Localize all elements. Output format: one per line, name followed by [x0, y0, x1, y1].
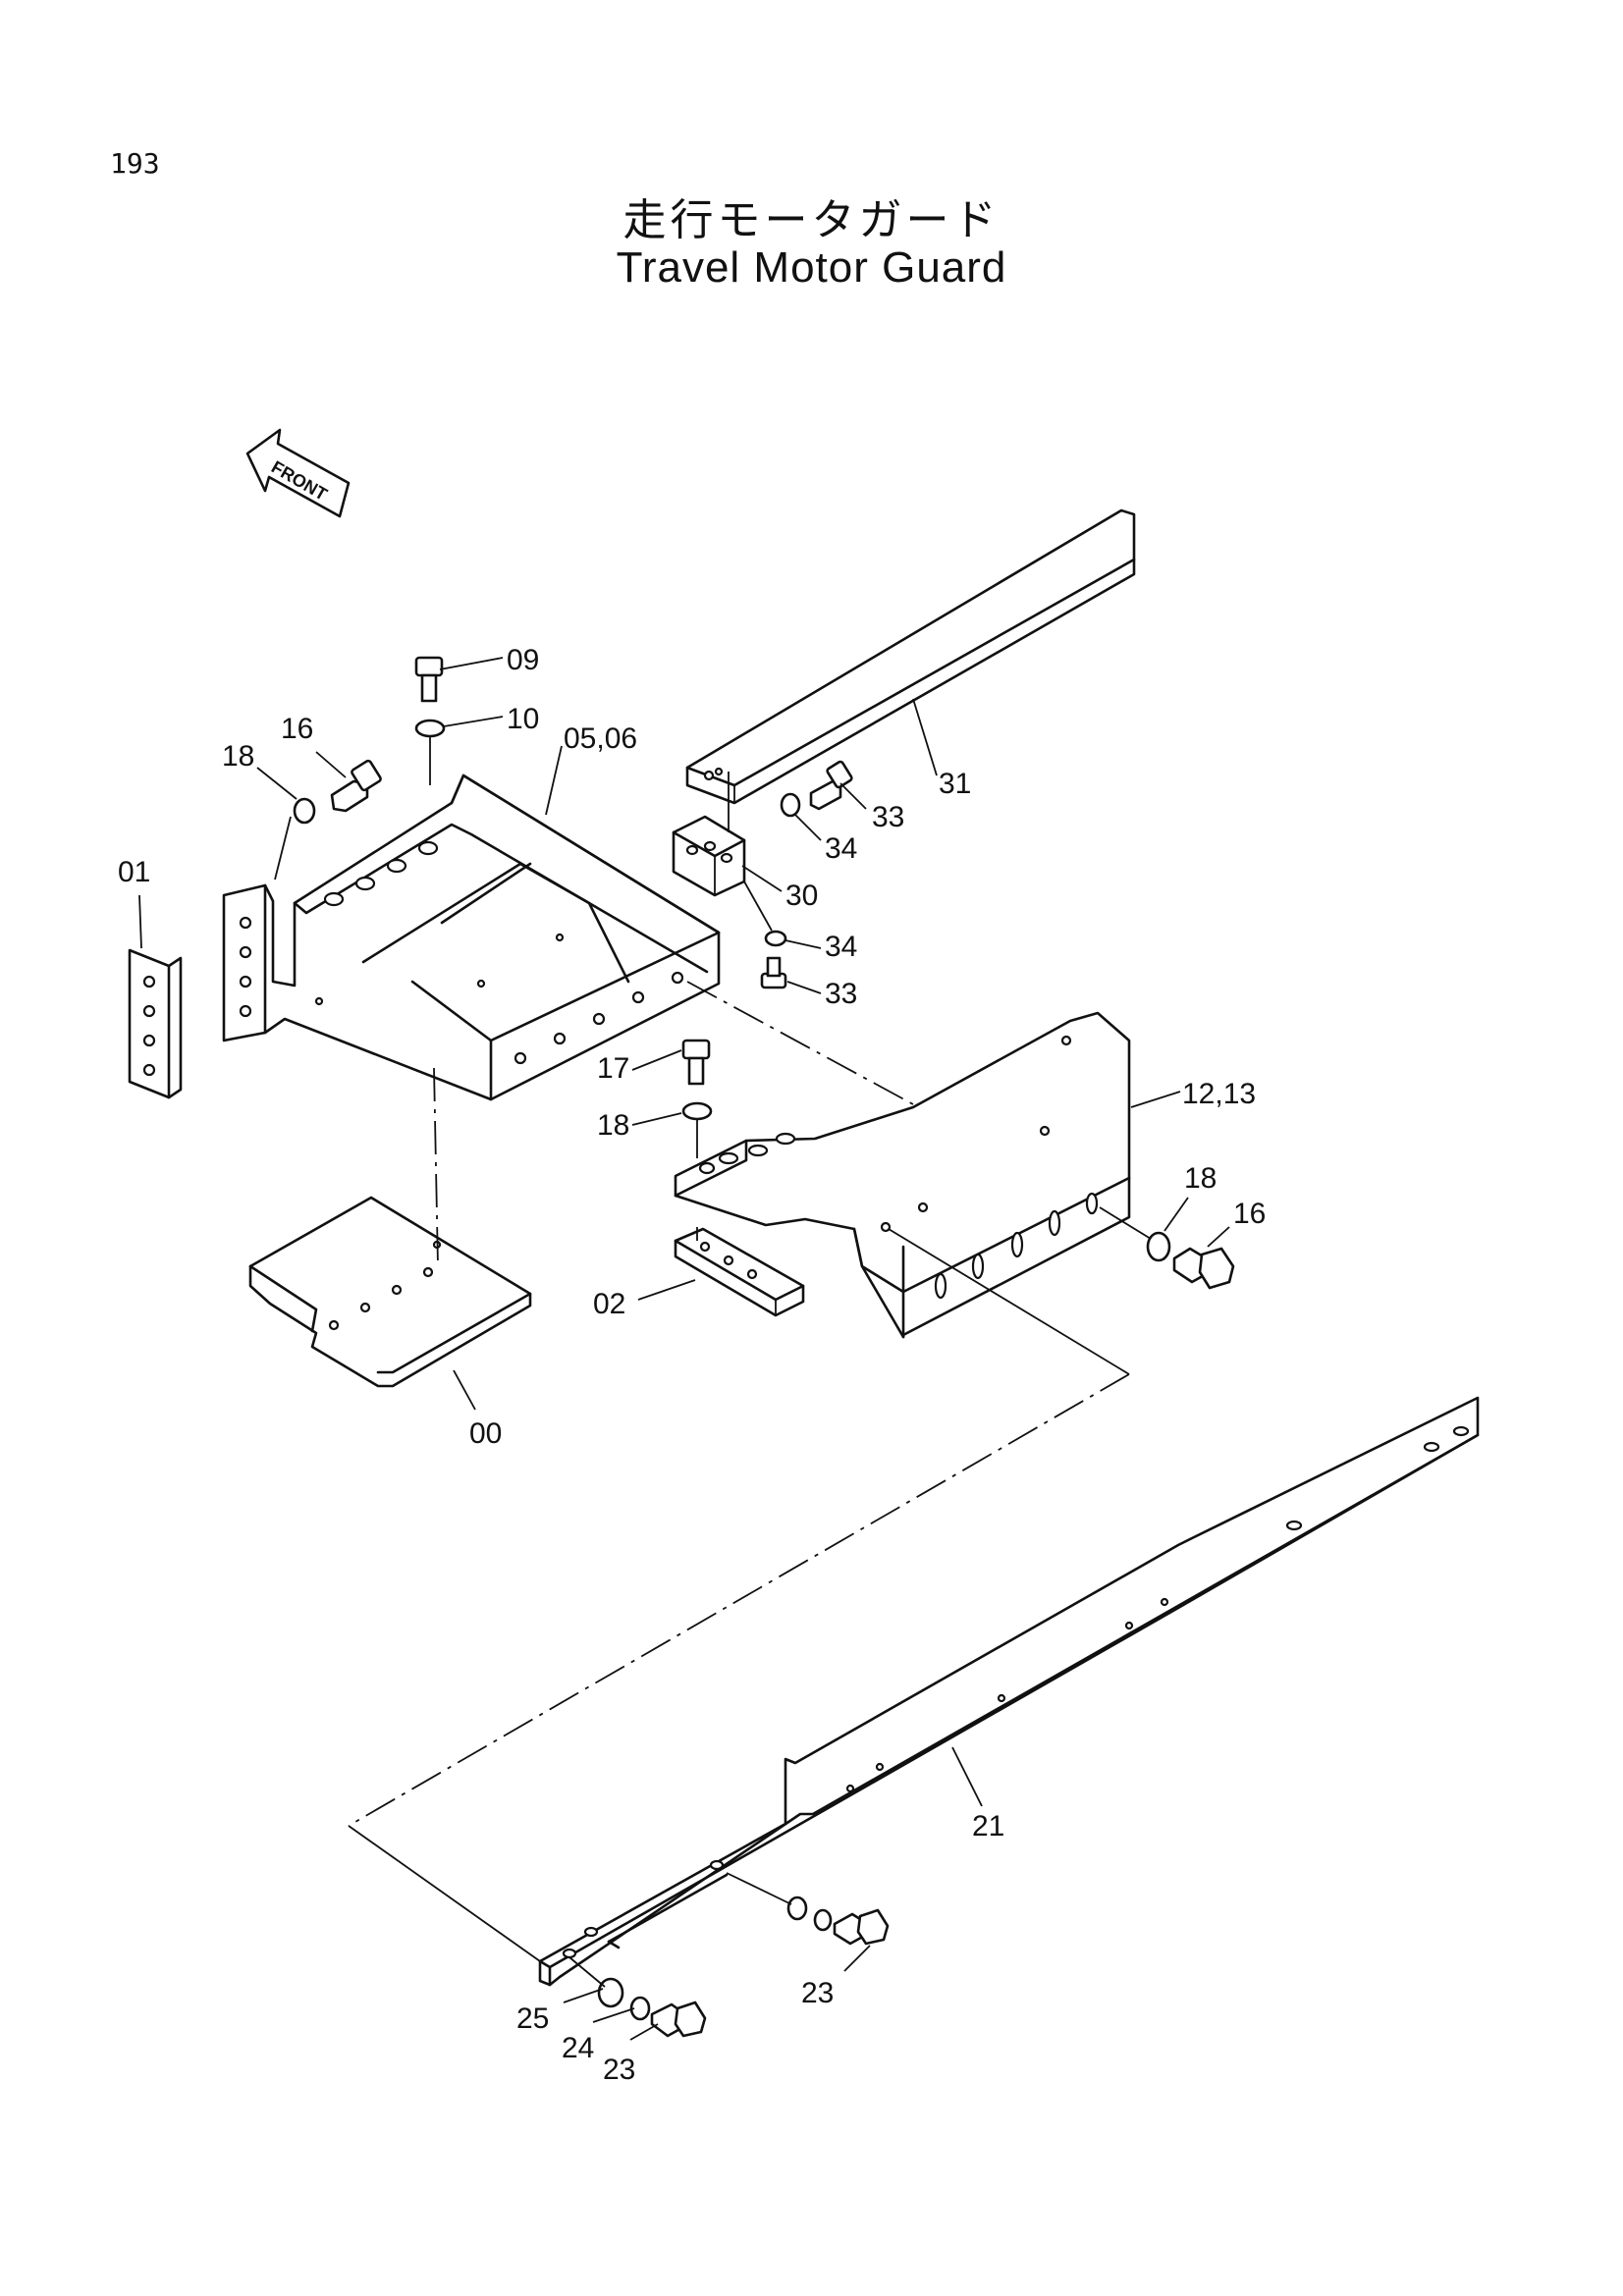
callout-34-lower: 34 [825, 931, 857, 963]
washer-18-left [293, 797, 316, 825]
plate-02 [674, 1227, 805, 1317]
callout-31: 31 [939, 768, 971, 800]
bracket-30 [672, 815, 746, 897]
page-title-english: Travel Motor Guard [616, 243, 1007, 292]
washer-34-lower [764, 930, 787, 947]
callout-0506: 05,06 [564, 722, 637, 755]
washer-34-upper [780, 792, 801, 818]
callout-18-right: 18 [1184, 1162, 1217, 1195]
bolt-23-upper [833, 1908, 890, 1946]
front-arrow-icon: FRONT [245, 428, 351, 518]
bolt-16-left [330, 759, 382, 813]
callout-10: 10 [507, 703, 539, 735]
bolt-23-lower [650, 2001, 707, 2038]
washer-18-mid [681, 1101, 713, 1121]
callout-30: 30 [785, 880, 818, 912]
long-rail-21 [538, 1396, 1480, 1987]
washer-rail-upper-b [813, 1908, 833, 1932]
callout-23-upper: 23 [801, 1977, 834, 2009]
bolt-33-upper [809, 760, 853, 811]
callout-1213: 12,13 [1182, 1078, 1256, 1110]
callout-01: 01 [118, 856, 150, 888]
callout-24: 24 [562, 2032, 594, 2064]
main-frame-0506 [222, 774, 721, 1101]
callout-09: 09 [507, 644, 539, 676]
callout-16-right: 16 [1233, 1198, 1266, 1230]
washer-rail-upper-a [786, 1896, 808, 1921]
page-title-japanese: 走行モータガード [622, 195, 1001, 245]
callout-34-upper: 34 [825, 832, 857, 865]
washer-24 [629, 1996, 651, 2021]
callout-16-left: 16 [281, 713, 313, 745]
callout-18-mid: 18 [597, 1109, 629, 1142]
washer-18-right [1146, 1231, 1171, 1262]
bolt-17 [681, 1039, 711, 1086]
callout-00: 00 [469, 1417, 502, 1450]
bolt-16-right [1172, 1247, 1235, 1290]
side-guard-1213 [674, 1011, 1131, 1339]
bolt-33-lower [760, 956, 787, 989]
washer-25 [597, 1977, 624, 2008]
callout-18-left: 18 [222, 740, 254, 773]
bolt-09 [414, 656, 444, 703]
callout-17: 17 [597, 1052, 629, 1085]
washer-10 [414, 719, 446, 738]
angle-bar-31 [685, 508, 1136, 805]
callout-02: 02 [593, 1288, 625, 1320]
callout-23-lower: 23 [603, 2054, 635, 2086]
base-plate-00 [248, 1196, 532, 1388]
callout-25: 25 [516, 2002, 549, 2035]
callout-21: 21 [972, 1810, 1004, 1842]
callout-33-upper: 33 [872, 801, 904, 833]
page-number: 193 [110, 147, 160, 180]
callout-33-lower: 33 [825, 978, 857, 1010]
plate-01 [128, 948, 183, 1099]
